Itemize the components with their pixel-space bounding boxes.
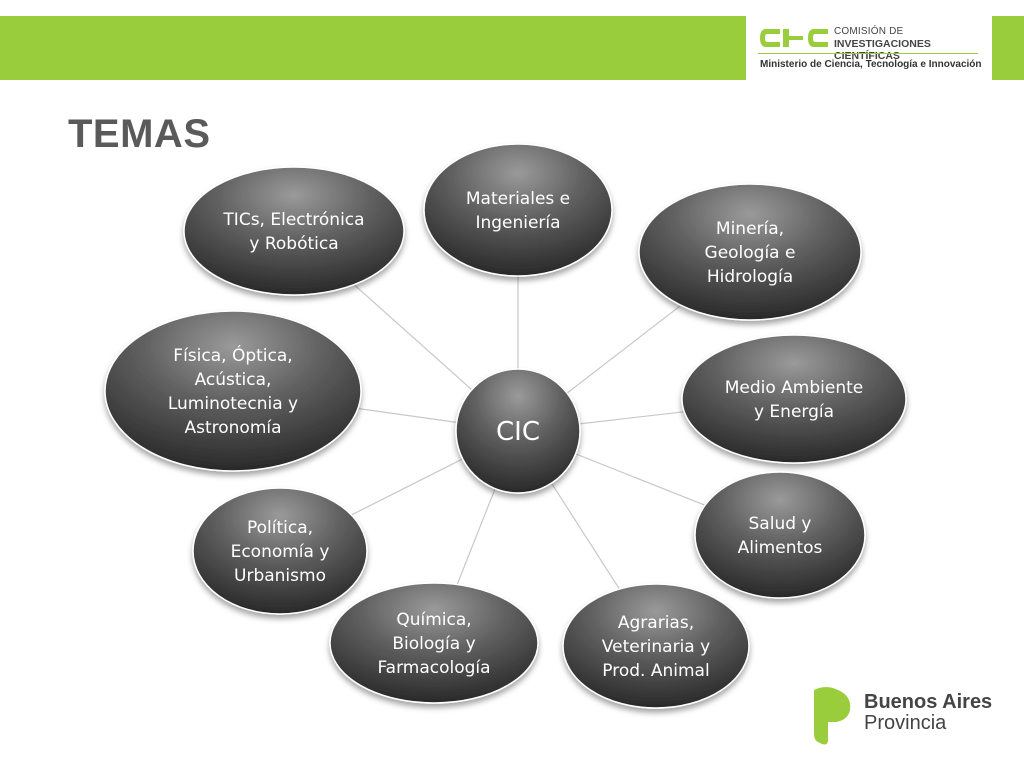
topic-node-shape xyxy=(638,183,862,321)
topic-node-shape xyxy=(694,471,866,599)
topic-node-label: Alimentos xyxy=(738,538,823,558)
topic-node-fisica: Física, Óptica, Acústica, Luminotecnia y As… xyxy=(104,310,362,472)
topic-node-label: y Energía xyxy=(754,402,834,422)
brand-line-2: Provincia xyxy=(864,712,947,734)
brand-line-1: Buenos Aires xyxy=(864,691,993,713)
topic-node-label: Urbanismo xyxy=(234,566,326,586)
center-node: CIC xyxy=(455,368,581,494)
topic-node-label: Química, xyxy=(396,610,471,630)
topic-node-label: Prod. Animal xyxy=(602,661,709,681)
topic-node-label: Política, xyxy=(247,518,313,538)
topic-node-label: Física, Óptica, xyxy=(173,344,292,366)
topic-node-shape xyxy=(681,334,907,464)
topic-node-shape xyxy=(104,310,362,472)
topic-node-label: Biología y xyxy=(392,634,475,654)
topic-node-label: Materiales e xyxy=(466,189,570,209)
topic-node-label: Farmacología xyxy=(377,658,490,678)
topic-node-shape xyxy=(423,143,613,277)
center-node-label: CIC xyxy=(496,417,540,447)
topic-node-label: Medio Ambiente xyxy=(725,378,864,398)
center-node-shape xyxy=(455,368,581,494)
topic-node-agrarias: Agrarias, Veterinaria y Prod. Animal xyxy=(562,583,750,709)
topic-node-materiales: Materiales e Ingeniería xyxy=(423,143,613,277)
header-bar: COMISIÓN DE INVESTIGACIONES CIENTÍFICAS … xyxy=(0,16,1024,80)
topic-node-label: Luminotecnia y xyxy=(168,394,298,414)
topic-node-label: Economía y xyxy=(231,542,330,562)
logo-line-1: COMISIÓN DE xyxy=(834,26,904,37)
buenos-aires-logo-icon xyxy=(814,687,851,745)
cic-logo: COMISIÓN DE INVESTIGACIONES CIENTÍFICAS … xyxy=(746,16,992,80)
topic-node-label: Minería, xyxy=(716,219,784,239)
logo-divider xyxy=(758,53,978,54)
topic-node-medio-ambiente: Medio Ambiente y Energía xyxy=(681,334,907,464)
topic-node-shape xyxy=(562,583,750,709)
logo-line-3: Ministerio de Ciencia, Tecnología e Inno… xyxy=(760,59,982,70)
header-green-tail xyxy=(992,16,1024,80)
topic-node-label: Geología e xyxy=(705,243,796,263)
topic-node-shape xyxy=(192,487,368,615)
page-title: TEMAS xyxy=(68,112,211,156)
topic-node-label: Ingeniería xyxy=(475,213,560,233)
topic-node-politica: Política, Economía y Urbanismo xyxy=(192,487,368,615)
topic-node-salud: Salud y Alimentos xyxy=(694,471,866,599)
topic-node-shape xyxy=(329,582,539,704)
topic-node-label: Acústica, xyxy=(195,370,272,390)
topic-node-label: Hidrología xyxy=(707,267,793,287)
topic-node-label: Astronomía xyxy=(184,418,281,438)
topic-node-label: y Robótica xyxy=(249,234,338,254)
topic-node-tics: TICs, Electrónica y Robótica xyxy=(183,166,405,296)
topic-node-label: Veterinaria y xyxy=(602,637,710,657)
topic-node-mineria: Minería, Geología e Hidrología xyxy=(638,183,862,321)
topic-node-label: Agrarias, xyxy=(618,613,694,633)
topic-node-label: TICs, Electrónica xyxy=(222,210,364,230)
header-green-band xyxy=(0,16,746,80)
topic-node-label: Salud y xyxy=(749,514,812,534)
topic-node-shape xyxy=(183,166,405,296)
topic-node-quimica: Química, Biología y Farmacología xyxy=(329,582,539,704)
cic-logo-mark xyxy=(760,29,828,47)
topic-nodes: Materiales e Ingeniería Minería, Geología e… xyxy=(104,143,907,709)
